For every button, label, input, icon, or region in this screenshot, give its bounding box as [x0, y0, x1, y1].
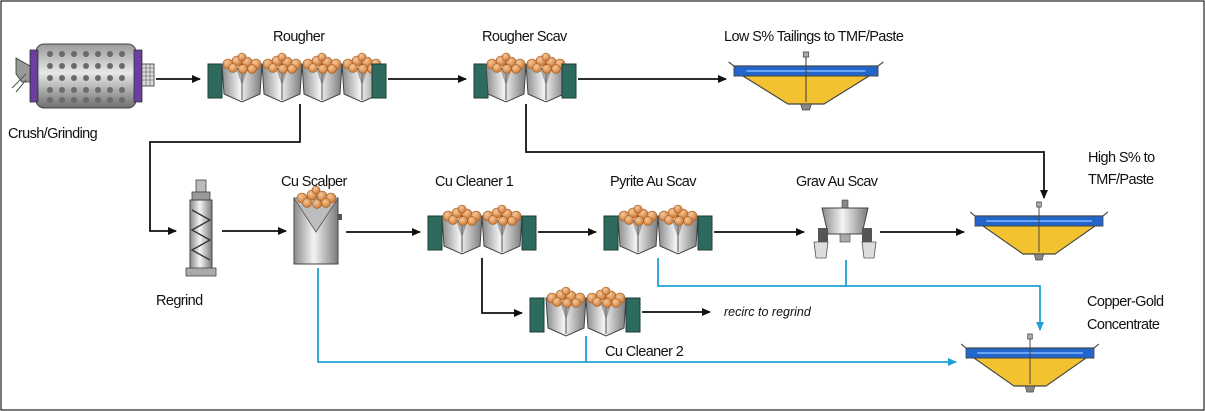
regrind-mill — [185, 179, 217, 277]
cu-scalper-cell — [293, 185, 342, 265]
flow-scav-to-high-s — [525, 104, 1048, 199]
label-rougher-scav: Rougher Scav — [482, 29, 568, 45]
label-regrind: Regrind — [156, 293, 203, 309]
rougher-cell-bank — [207, 52, 387, 103]
label-recirc-to-regrind: recirc to regrind — [724, 305, 812, 319]
grav-au-scav-concentrator — [813, 199, 877, 259]
label-concentrate-line1: Copper-Gold — [1087, 294, 1164, 310]
label-cu-cleaner-2: Cu Cleaner 2 — [605, 344, 684, 360]
label-pyrite-au-scav: Pyrite Au Scav — [610, 174, 697, 190]
label-grav-au-scav: Grav Au Scav — [796, 174, 879, 190]
flow-scalper-to-concentrate — [317, 268, 957, 366]
label-cu-cleaner-1: Cu Cleaner 1 — [435, 174, 514, 190]
flow-rougher-to-regrind — [149, 104, 301, 235]
flow-pyrite-to-concentrate — [657, 258, 1044, 331]
grinding-mill — [11, 43, 155, 109]
label-rougher: Rougher — [273, 29, 325, 45]
label-high-s-line2: TMF/Paste — [1088, 172, 1154, 188]
pyrite-au-scav-cell-bank — [603, 204, 713, 255]
label-low-s-tailings: Low S% Tailings to TMF/Paste — [724, 29, 904, 45]
high-s-tailings-thickener — [969, 201, 1109, 261]
label-cu-scalper: Cu Scalper — [281, 174, 347, 190]
label-high-s-line1: High S% to — [1088, 150, 1155, 166]
label-concentrate-line2: Concentrate — [1087, 317, 1160, 333]
rougher-scav-cell-bank — [473, 52, 577, 103]
cu-cleaner-1-cell-bank — [427, 204, 537, 255]
flow-cleaner1-to-cleaner2 — [481, 258, 523, 317]
low-s-tailings-thickener — [727, 51, 885, 111]
concentrate-thickener — [960, 333, 1100, 393]
cu-cleaner-2-cell-bank — [529, 286, 641, 337]
label-crush-grinding: Crush/Grinding — [8, 126, 98, 142]
